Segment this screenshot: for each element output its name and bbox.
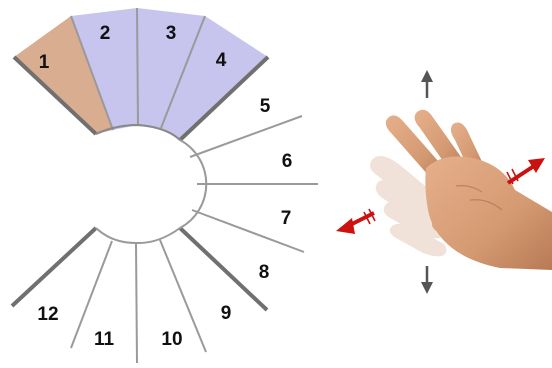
sector-label-9: 9 [221,303,232,324]
boundary-line [180,228,267,310]
sector-label-6: 6 [282,151,293,172]
sector-label-2: 2 [100,23,111,44]
red-left-arrow-icon [336,209,375,234]
sector-label-3: 3 [166,23,177,44]
sector-label-1: 1 [39,52,50,73]
spoke [136,243,137,363]
sector-label-5: 5 [260,96,271,117]
sector-label-7: 7 [281,208,292,229]
up-arrow-icon [421,70,433,98]
sector-label-12: 12 [37,304,58,325]
sector-label-8: 8 [259,262,270,283]
sector-label-10: 10 [161,329,182,350]
down-arrow-icon [421,266,433,294]
hand-figure [336,70,552,294]
sector-label-4: 4 [216,50,227,71]
boundary-line [12,228,96,306]
spoke [137,8,138,125]
sector-diagram: 1 2 3 4 5 6 7 8 9 10 11 12 [12,8,318,363]
red-right-arrow-icon [507,158,545,184]
inner-arc [96,125,206,243]
sector-label-11: 11 [94,329,115,350]
